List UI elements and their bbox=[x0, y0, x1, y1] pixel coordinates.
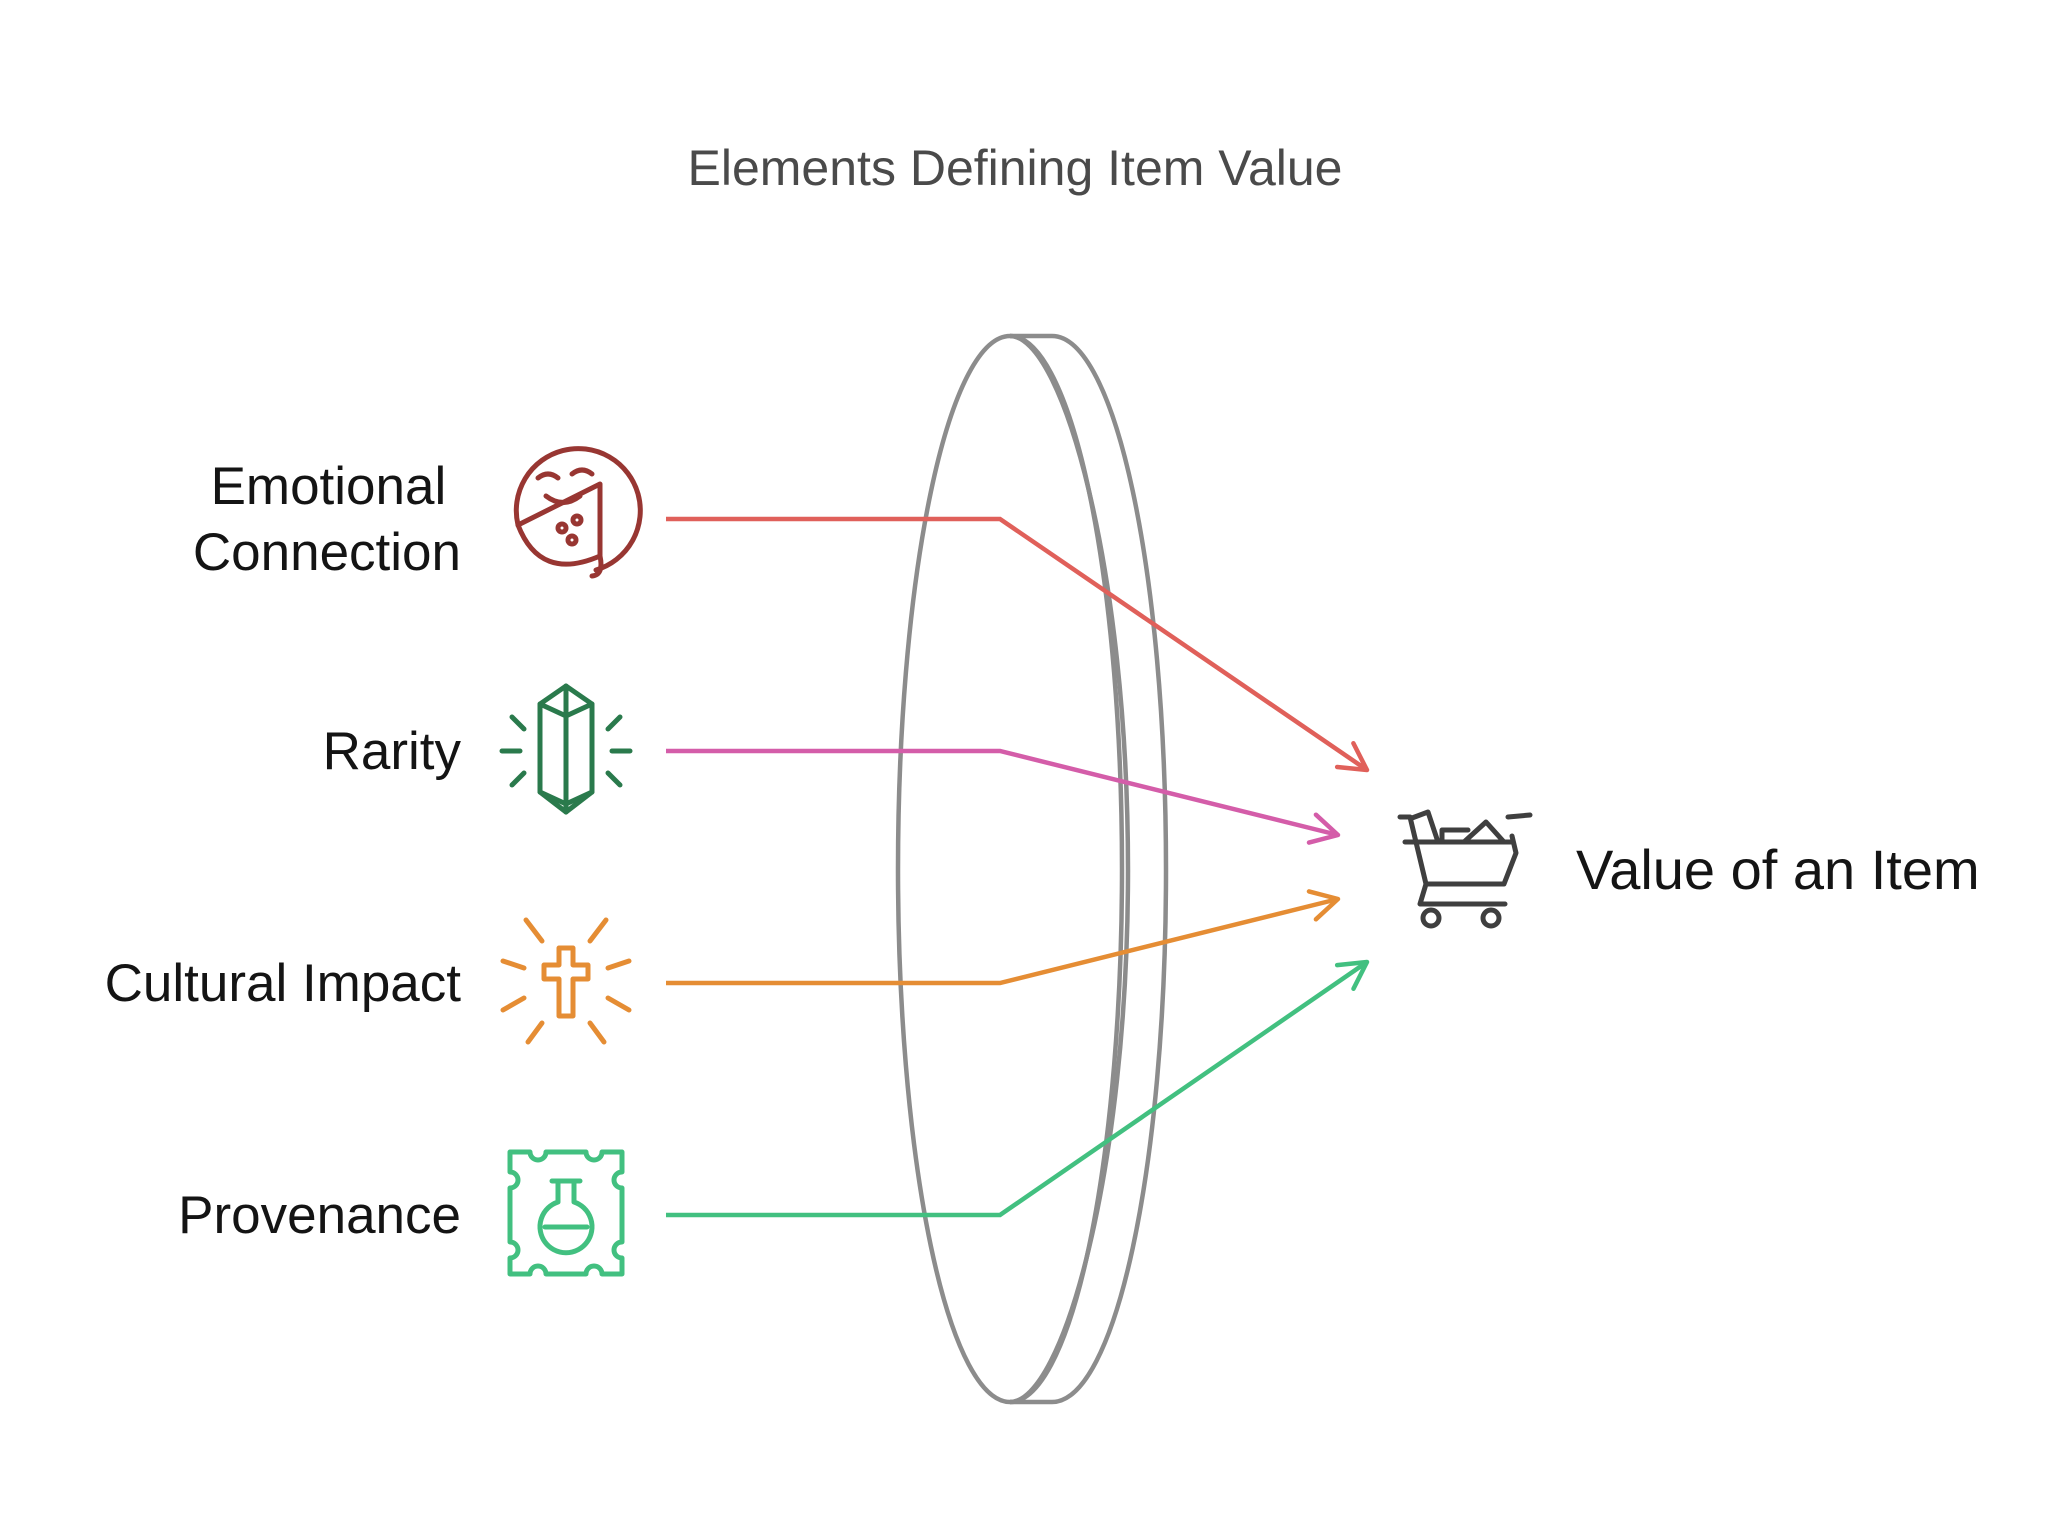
connector-arrow-emotional-connection bbox=[666, 516, 1369, 772]
factor-label-cultural-impact: Cultural Impact bbox=[105, 954, 462, 1013]
shopping-cart-icon bbox=[1397, 809, 1533, 929]
arrowhead bbox=[1334, 741, 1370, 773]
factor-label-rarity: Rarity bbox=[323, 722, 462, 781]
cross-icon bbox=[500, 917, 632, 1045]
lens-shape bbox=[895, 333, 1169, 1405]
factor-label-emotional-connection: Emotional Connection bbox=[193, 457, 461, 582]
arrowhead bbox=[1306, 889, 1341, 922]
factor-label-provenance: Provenance bbox=[178, 1186, 461, 1245]
arrowhead bbox=[1306, 812, 1341, 845]
outcome-label: Value of an Item bbox=[1576, 838, 1980, 901]
connector-arrow-rarity bbox=[666, 748, 1339, 838]
connector-arrow-cultural-impact bbox=[666, 896, 1339, 986]
stamp-icon bbox=[507, 1149, 625, 1277]
connector-group bbox=[666, 516, 1370, 1218]
emotional-connection-icon bbox=[513, 446, 643, 579]
crystal-icon bbox=[499, 683, 633, 815]
connector-arrow-provenance bbox=[666, 960, 1369, 1218]
arrowhead bbox=[1334, 959, 1370, 992]
diagram-title: Elements Defining Item Value bbox=[688, 140, 1343, 196]
